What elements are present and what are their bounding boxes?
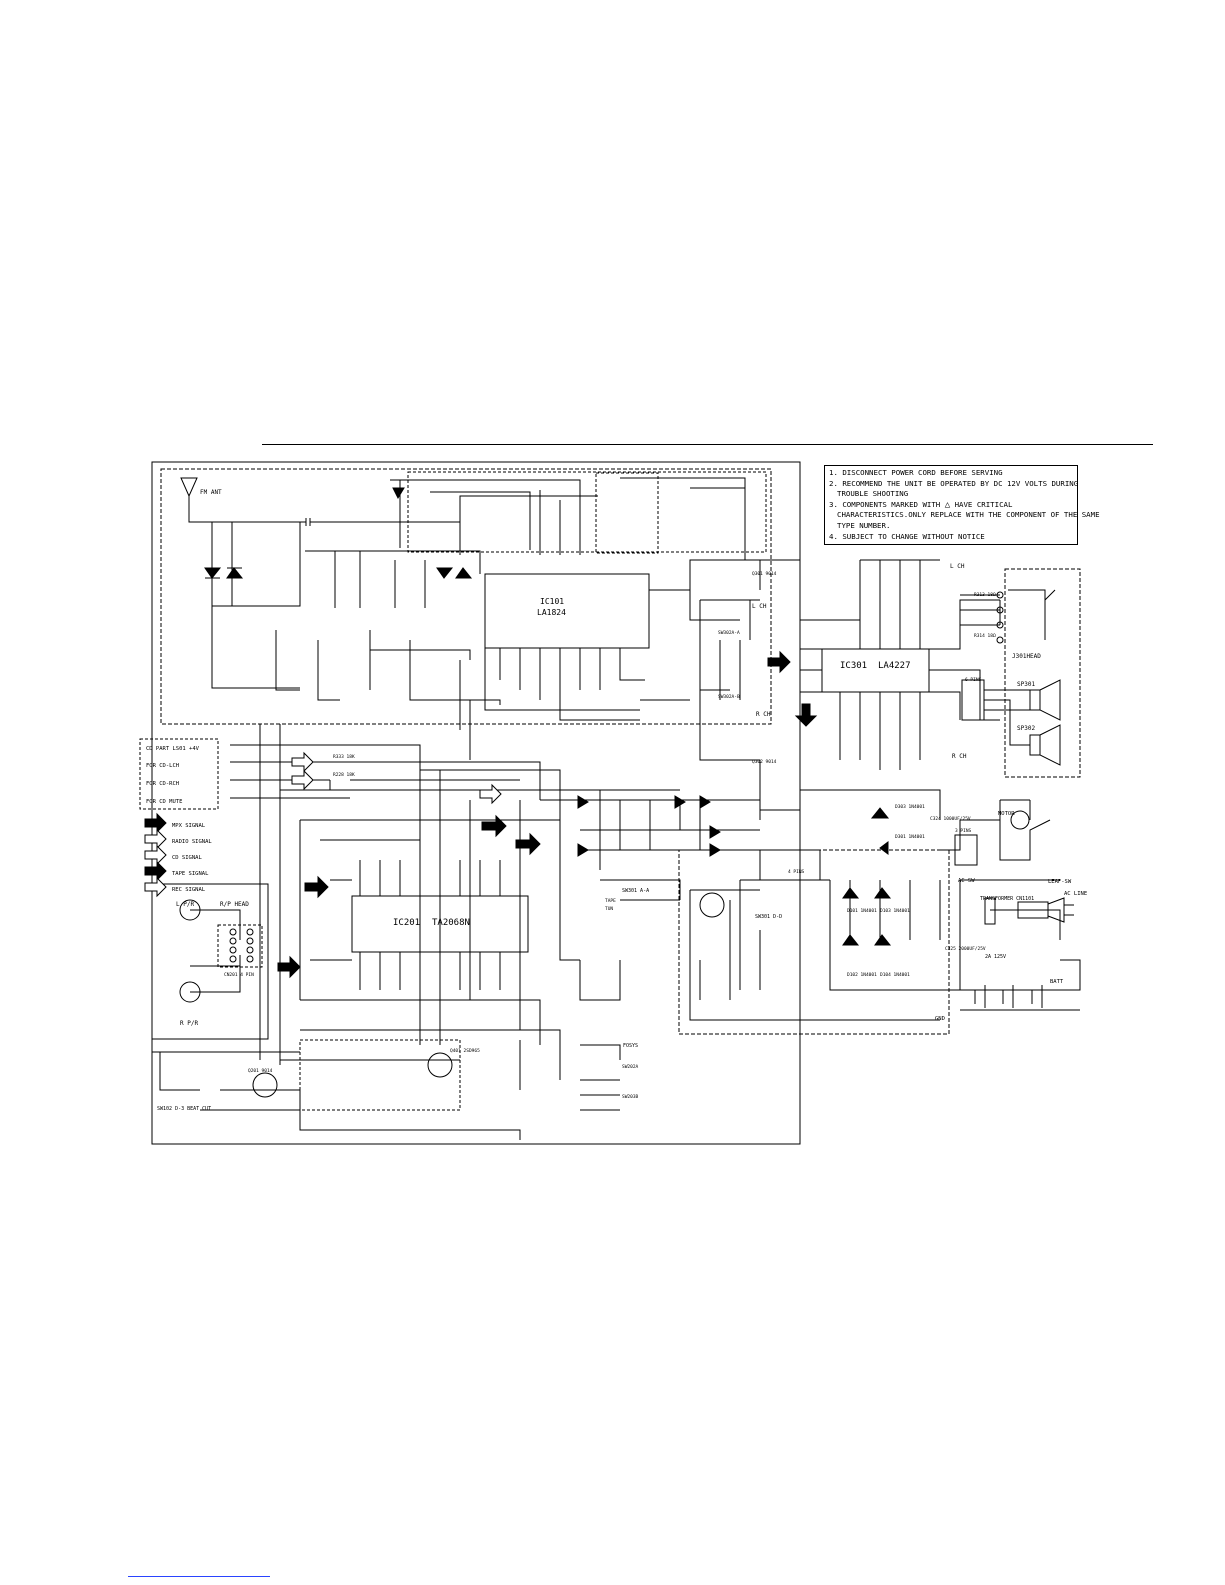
speaker-board xyxy=(1004,568,1081,778)
signal-legend: MPX SIGNAL RADIO SIGNAL CD SIGNAL TAPE S… xyxy=(144,812,212,898)
note-2a: 2. RECOMMEND THE UNIT BE OPERATED BY DC … xyxy=(829,478,1079,488)
warning-triangle-icon: △ xyxy=(944,499,951,510)
sw203b-label: SW203B xyxy=(622,1094,639,1100)
d303-label: D303 1N4001 xyxy=(895,804,925,810)
service-notes: 1. DISCONNECT POWER CORD BEFORE SERVING … xyxy=(824,465,1100,545)
jack-label: J301HEAD xyxy=(1012,653,1041,660)
sw202a-label: SW202A xyxy=(622,1064,639,1070)
ac-sw-label: AC SW xyxy=(958,878,975,884)
q301-label: Q301 9014 xyxy=(752,571,777,577)
ic101-part: LA1824 xyxy=(537,608,566,617)
fuse-label: 2A 125V xyxy=(985,954,1006,960)
c324-label: C324 1000UF/25V xyxy=(930,816,971,822)
legend-mpx: MPX SIGNAL xyxy=(172,823,206,829)
ic301-part: LA4227 xyxy=(878,661,911,671)
note-3-line: 3. COMPONENTS MARKED WITH △ HAVE CRITICA… xyxy=(829,500,1073,511)
note-3b: HAVE CRITICAL xyxy=(954,499,1013,509)
head-box xyxy=(151,883,269,1040)
lch-label: L CH xyxy=(950,563,965,570)
ac-line-label: AC LINE xyxy=(1064,891,1087,897)
q201-label: Q201 9014 xyxy=(248,1068,273,1074)
q401-label: Q401 2SD965 xyxy=(450,1048,480,1054)
gnd-label: GND xyxy=(935,1016,945,1022)
note-3a: 3. COMPONENTS MARKED WITH xyxy=(829,499,941,509)
ic101-body xyxy=(484,573,650,649)
fm-ant-label: FM ANT xyxy=(200,489,222,496)
note-2b: TROUBLE SHOOTING xyxy=(837,489,909,499)
ic201-part: TA2068N xyxy=(432,918,470,928)
c325-label: C325 2000UF/25V xyxy=(945,946,986,952)
r228-label: R228 18K xyxy=(333,772,355,778)
legend-rec: REC SIGNAL xyxy=(172,887,206,893)
ic101-ref: IC101 xyxy=(540,597,564,606)
power-board xyxy=(678,849,950,1035)
ic301-body xyxy=(821,648,930,693)
beat-cut-label: SW102 D-3 BEAT CUT xyxy=(157,1106,211,1112)
q302-label: Q302 9014 xyxy=(752,759,777,765)
transformer-label: TRANSFORMER CN1101 xyxy=(980,896,1034,902)
header-rule xyxy=(262,444,1153,445)
d104-label: D104 1N4001 xyxy=(880,972,910,978)
radio-board xyxy=(160,468,772,725)
pin4b-label: 4 PINS xyxy=(788,869,805,875)
sp302-label: SP302 xyxy=(1017,725,1035,732)
note-4: 4. SUBJECT TO CHANGE WITHOUT NOTICE xyxy=(829,531,985,541)
sp301-label: SP301 xyxy=(1017,681,1035,688)
d102-label: D102 1N4001 xyxy=(847,972,877,978)
note-3d: TYPE NUMBER. xyxy=(837,520,891,530)
legend-cd: CD SIGNAL xyxy=(172,855,202,861)
cd-power-label: CD PART LS01 +4V xyxy=(146,746,200,752)
sw301dd-label: SW301 D-D xyxy=(755,914,782,920)
r333-label: R333 18K xyxy=(333,754,355,760)
d101-label: D101 1N4001 xyxy=(847,908,877,914)
legend-tape: TAPE SIGNAL xyxy=(172,871,209,877)
legend-radio: RADIO SIGNAL xyxy=(172,839,212,845)
d301-label: D301 1N4001 xyxy=(895,834,925,840)
schematic-frame xyxy=(151,461,801,1145)
rp-head-label: R/P HEAD xyxy=(220,901,249,908)
rpr-label: R P/R xyxy=(180,1020,198,1027)
motor-label: MOTOR xyxy=(998,811,1015,817)
sw302aa-label: SW302A-A xyxy=(718,630,740,636)
lch-label-2: L CH xyxy=(752,603,767,610)
note-1: 1. DISCONNECT POWER CORD BEFORE SERVING xyxy=(829,468,1003,477)
pin3-label: 3 PINS xyxy=(955,828,972,834)
cd-mute-label: FOR CD MUTE xyxy=(146,799,182,805)
rch-label: R CH xyxy=(756,711,771,718)
sw301aa-label: SW301 A-A xyxy=(622,888,649,894)
d103-label: D103 1N4001 xyxy=(880,908,910,914)
note-3c: CHARACTERISTICS.ONLY REPLACE WITH THE CO… xyxy=(837,510,1100,520)
pin4-label: CN201 4 PIN xyxy=(224,972,254,978)
cd-input-box xyxy=(139,738,219,810)
lpr-label: L P/R xyxy=(176,901,194,908)
cd-lch-label: FOR CD-LCH xyxy=(146,763,179,769)
fm-antenna xyxy=(180,477,306,523)
ic301-ref: IC301 xyxy=(840,661,867,671)
ic201-ref: IC201 xyxy=(393,918,420,928)
rch-label-2: R CH xyxy=(952,753,967,760)
batt-label: BATT xyxy=(1050,979,1064,985)
r314-label: R314 18Ω xyxy=(974,633,996,639)
leaf-sw-label: LEAF-SW xyxy=(1048,879,1072,885)
cd-rch-label: FOR CD-RCH xyxy=(146,781,179,787)
r313-label: R313 18Ω xyxy=(974,592,996,598)
fosys-label: FOSYS xyxy=(623,1043,638,1049)
tun-label: TUN xyxy=(605,906,613,912)
sw302ab-label: SW302A-B xyxy=(718,694,740,700)
pin6-label: 6 PINS xyxy=(965,677,982,683)
footer-link-underline xyxy=(128,1576,270,1577)
tape-label: TAPE xyxy=(605,898,616,904)
